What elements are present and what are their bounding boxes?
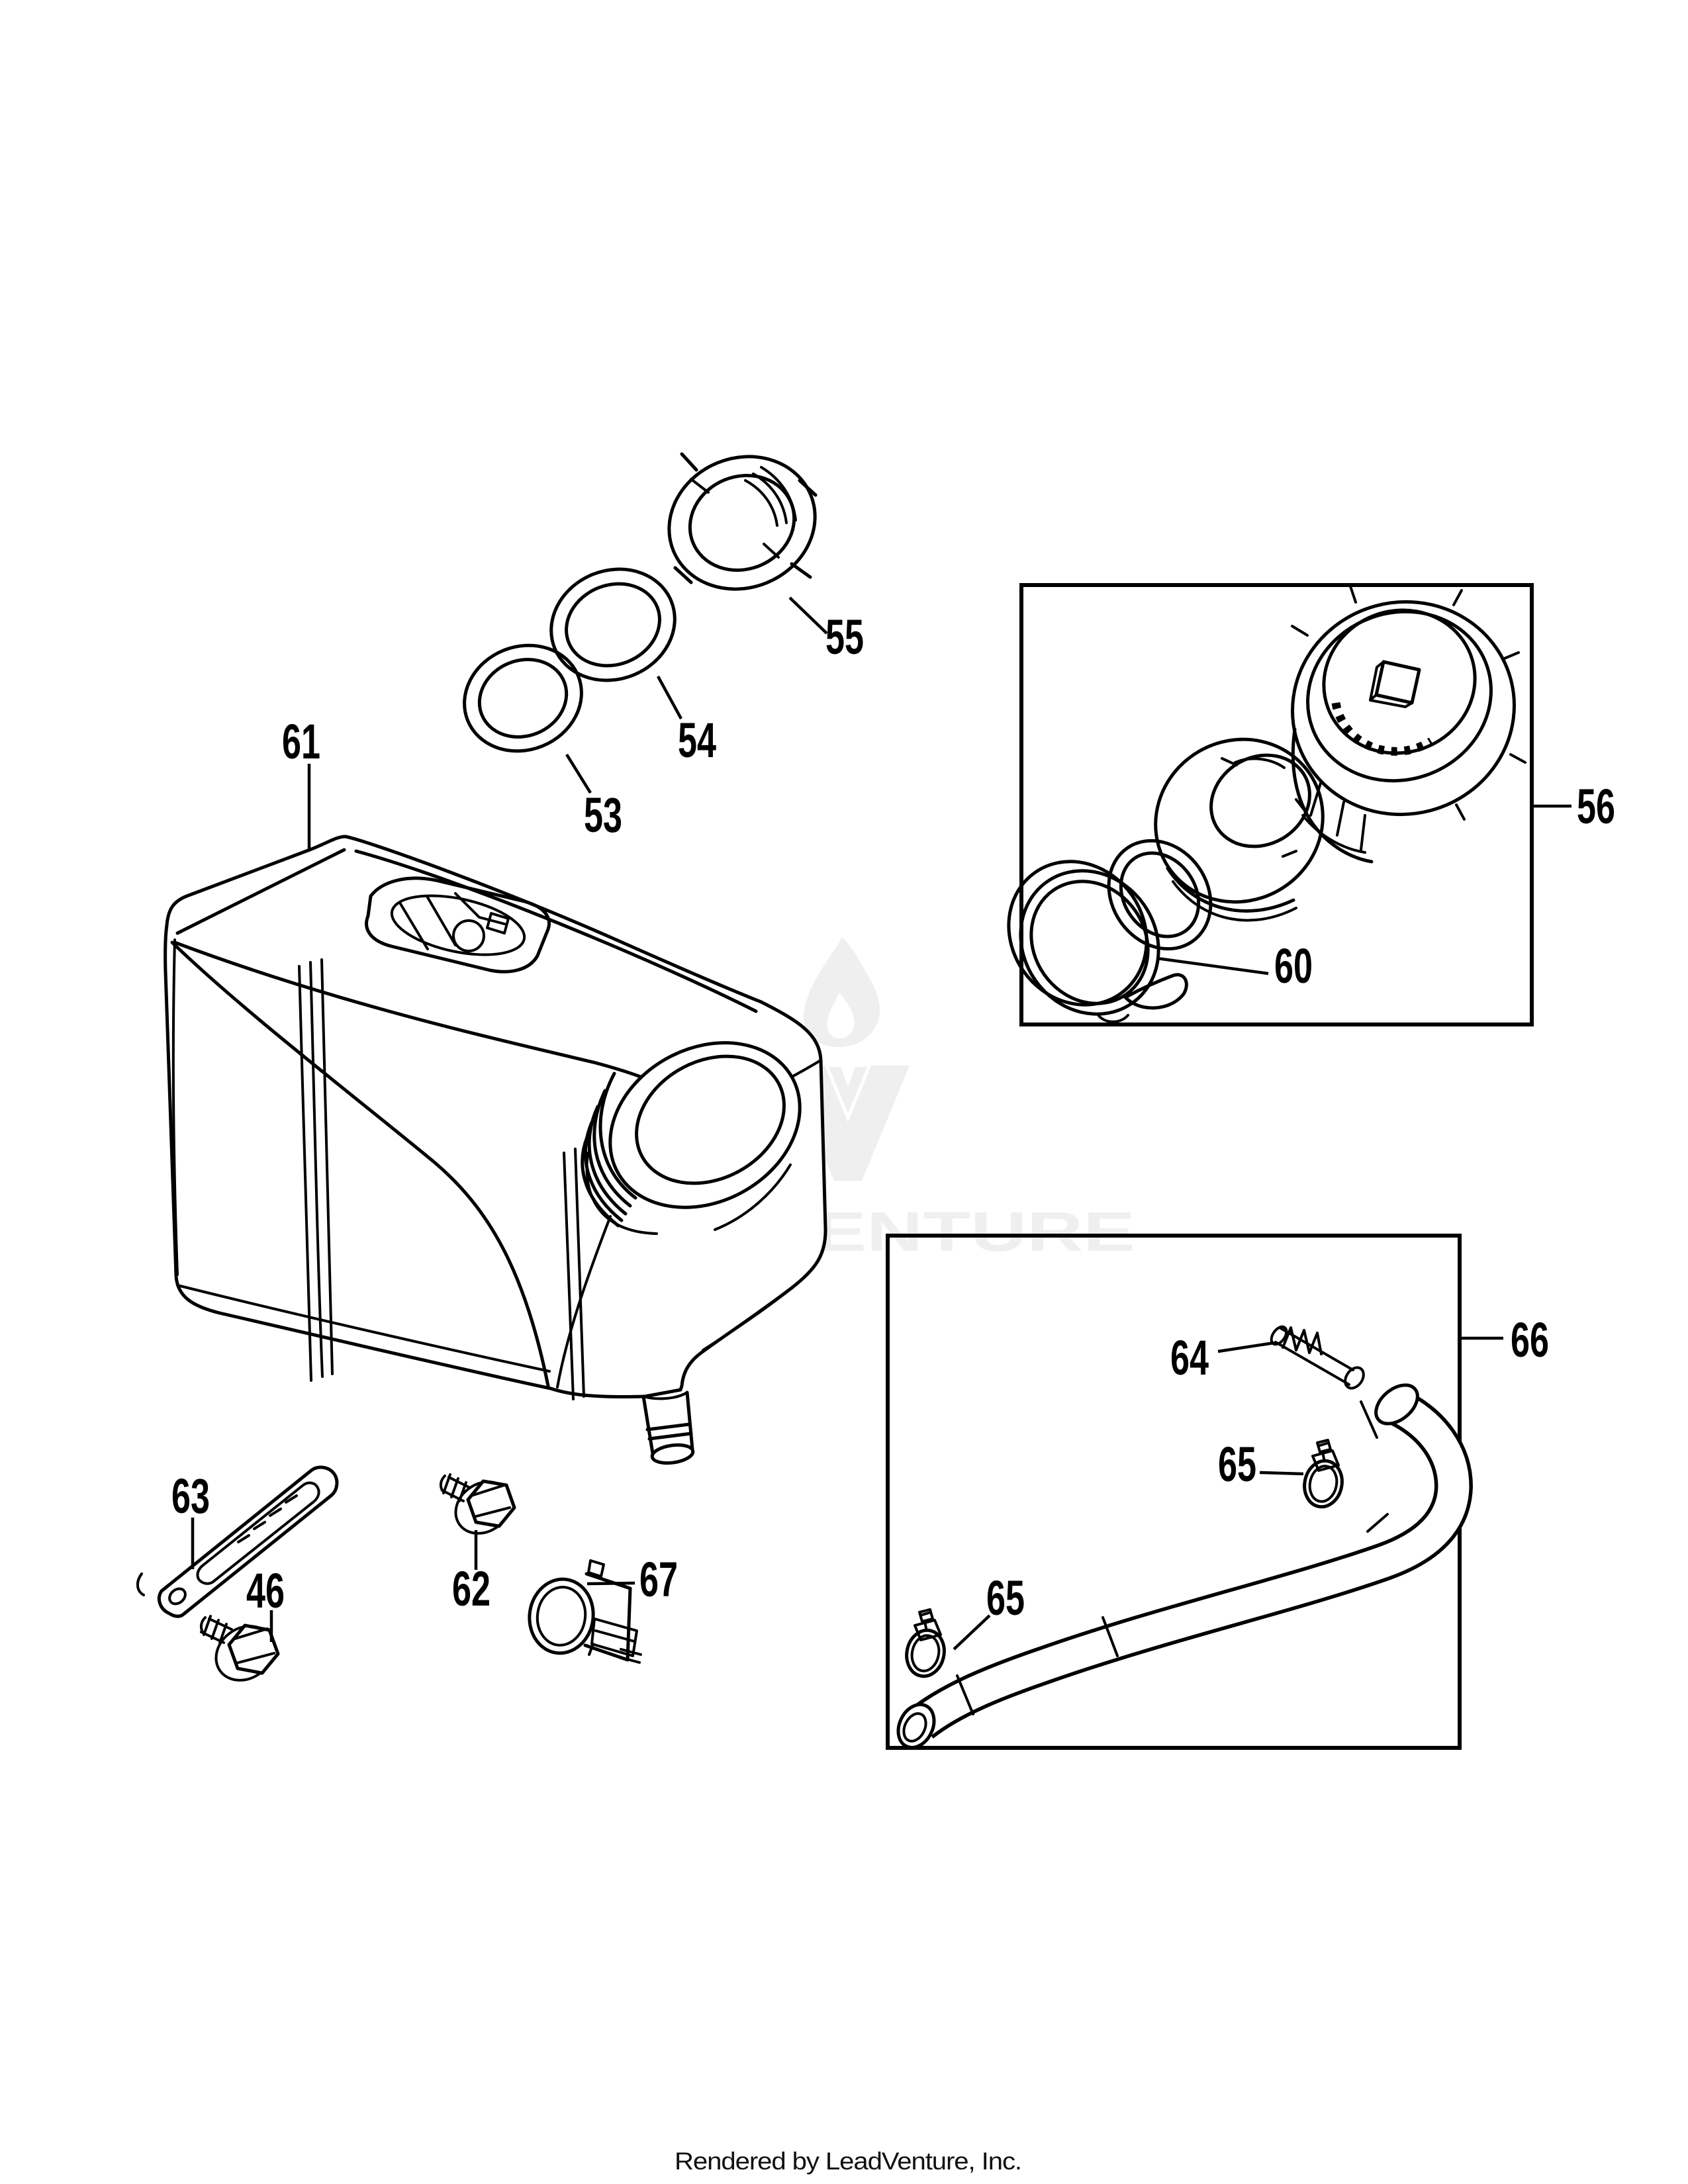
part-label-65-lower: 65 bbox=[986, 1570, 1025, 1625]
fuel-cap bbox=[1291, 585, 1526, 864]
hex-bolt-62 bbox=[439, 1473, 516, 1535]
callout-box-66 bbox=[886, 1234, 1474, 1750]
part-label-56: 56 bbox=[1577, 779, 1615, 834]
spring-64 bbox=[1270, 1325, 1365, 1390]
callout-box-56 bbox=[1007, 583, 1534, 1026]
tank-outlet-spout bbox=[641, 1390, 695, 1465]
part-label-66: 66 bbox=[1511, 1312, 1549, 1367]
part-label-62: 62 bbox=[452, 1561, 491, 1616]
part-label-65-upper: 65 bbox=[1218, 1437, 1256, 1492]
leader-55 bbox=[788, 596, 828, 635]
fuel-hose bbox=[896, 1383, 1474, 1749]
part-label-67: 67 bbox=[639, 1552, 678, 1607]
part-label-55: 55 bbox=[825, 610, 864, 664]
clip-clamp-67 bbox=[528, 1559, 642, 1664]
cap-flat-gasket bbox=[1107, 839, 1213, 951]
footer-credit: Rendered by LeadVenture, Inc. bbox=[675, 2148, 1021, 2175]
cap-curved-text-marks bbox=[1331, 702, 1434, 756]
washer-ring-54 bbox=[549, 567, 677, 682]
hex-bolt-46 bbox=[199, 1615, 280, 1682]
cap-retainer-ring bbox=[1154, 737, 1325, 922]
leader-67 bbox=[586, 1581, 635, 1586]
leader-lines bbox=[191, 596, 1571, 1651]
seal-ring-53 bbox=[463, 643, 583, 753]
tank-filler-boss bbox=[365, 876, 551, 974]
leader-65-upper bbox=[1259, 1471, 1304, 1476]
hose-clamp-65-upper bbox=[1303, 1439, 1344, 1509]
leader-54 bbox=[657, 675, 682, 720]
cap-seal-60 bbox=[1007, 860, 1188, 1023]
hose-clamp-65-lower bbox=[905, 1608, 946, 1678]
part-label-61: 61 bbox=[282, 714, 320, 769]
fuel-tank-61 bbox=[164, 835, 827, 1465]
strap-63 bbox=[136, 1465, 339, 1618]
part-label-53: 53 bbox=[584, 788, 622, 842]
part-label-54: 54 bbox=[678, 713, 716, 768]
leader-53 bbox=[565, 753, 592, 794]
part-label-60: 60 bbox=[1274, 938, 1313, 993]
flame-icon bbox=[803, 937, 880, 1047]
part-label-64: 64 bbox=[1170, 1330, 1209, 1385]
leader-64 bbox=[1217, 1341, 1275, 1353]
lock-ring-55 bbox=[667, 452, 818, 591]
tank-filler-neck bbox=[581, 1041, 802, 1235]
part-label-46: 46 bbox=[246, 1563, 285, 1618]
part-labels: 55 54 53 61 56 60 66 64 65 65 67 62 46 6… bbox=[171, 610, 1615, 1625]
leader-60 bbox=[1156, 956, 1269, 976]
leader-65-lower bbox=[953, 1614, 991, 1651]
part-label-63: 63 bbox=[171, 1469, 210, 1524]
